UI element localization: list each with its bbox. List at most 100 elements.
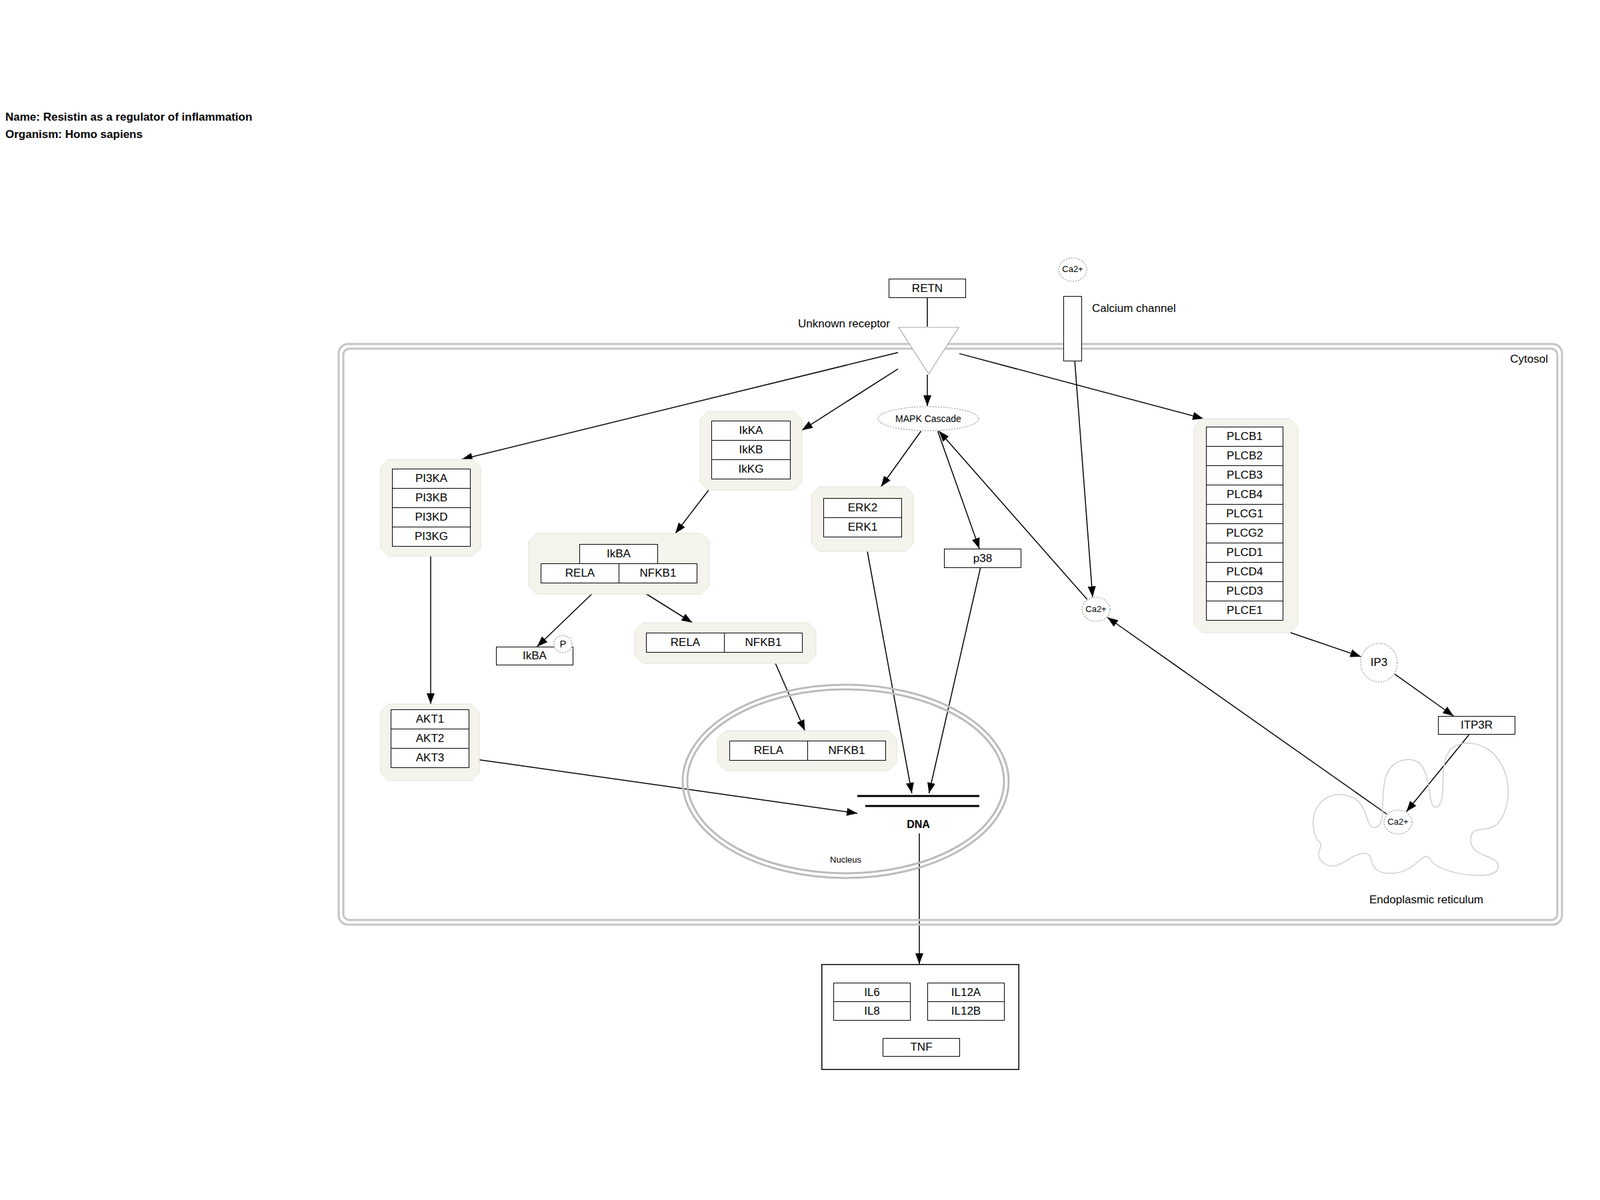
cytosol-compartment: CytosolMAPK CascadeIkKAIkKBIkKGPI3KAPI3K… xyxy=(336,342,1564,927)
group-shape xyxy=(528,533,710,594)
gene-box: PLCD1 xyxy=(1206,542,1284,563)
complex-group: AKT1AKT2AKT3 xyxy=(380,704,480,781)
arrow-connector xyxy=(938,431,1087,600)
membrane-line xyxy=(687,689,1004,874)
node-label: IkKA xyxy=(739,424,764,438)
output-frame: IL6IL8IL12AIL12BTNF xyxy=(821,964,1020,1070)
node-label: P xyxy=(559,638,566,650)
gene-box: NFKB1 xyxy=(724,632,803,653)
gene-box: PLCD3 xyxy=(1206,581,1284,602)
node-label: IL12A xyxy=(951,986,981,1000)
node-label: IL8 xyxy=(864,1004,880,1018)
page-label: Organism: Homo sapiens xyxy=(5,128,143,142)
gene-box: RETN xyxy=(888,278,966,298)
metabolite-circle: IP3 xyxy=(1360,642,1398,683)
node-label: PI3KD xyxy=(414,510,448,524)
node-label: IkKB xyxy=(739,443,764,457)
gene-box: AKT1 xyxy=(390,709,470,730)
arrow-connector xyxy=(926,374,928,406)
node-label: PI3KB xyxy=(415,491,448,505)
dashed-outline xyxy=(878,406,979,431)
arrow-connector xyxy=(675,490,709,534)
dna-symbol: DNA xyxy=(857,793,980,834)
node-label: NFKB1 xyxy=(828,744,866,758)
arrow-connector xyxy=(881,431,922,487)
node-label: NFKB1 xyxy=(745,636,782,650)
node-label: IkKG xyxy=(738,462,764,476)
dashed-outline xyxy=(1384,810,1412,834)
node-label: AKT3 xyxy=(416,751,445,765)
node-label: RELA xyxy=(754,744,784,758)
complex-group: RELA NFKB1 xyxy=(717,730,897,771)
node-label: IL12B xyxy=(951,1004,981,1018)
complex-group: IkBA RELA NFKB1 xyxy=(528,533,710,594)
gene-box: IkBA xyxy=(579,544,658,564)
node-label: ERK1 xyxy=(848,520,878,534)
gene-box: IL8 xyxy=(833,1001,911,1021)
er-compartment: Endoplasmic reticulumCa2+ xyxy=(1304,740,1518,876)
gene-box: PLCB1 xyxy=(1206,426,1284,447)
membrane-line xyxy=(343,348,1558,920)
node-label: PLCD1 xyxy=(1226,546,1264,560)
frame-line xyxy=(822,964,1020,1070)
node-label: MAPK Cascade xyxy=(895,413,962,424)
arrow-connector xyxy=(646,594,693,623)
gene-box: PI3KB xyxy=(392,488,471,508)
arrow-connector xyxy=(1107,617,1387,814)
er-membrane xyxy=(1313,743,1509,876)
node-label: PLCD3 xyxy=(1226,584,1264,598)
gene-box: PLCB2 xyxy=(1206,446,1284,466)
dashed-outline xyxy=(1082,597,1110,622)
arrow-connector xyxy=(1074,361,1093,598)
channel-rect: Calcium channel xyxy=(1063,296,1082,362)
arrow-connector xyxy=(430,556,432,704)
gene-box: PLCB3 xyxy=(1206,465,1284,486)
node-label: PLCB3 xyxy=(1226,468,1263,482)
gene-box: PLCE1 xyxy=(1206,600,1284,621)
gene-box: RELA xyxy=(540,563,620,584)
arrow-connector xyxy=(1406,734,1470,812)
arrow-connector xyxy=(462,352,898,460)
complex-group: PI3KAPI3KBPI3KDPI3KG xyxy=(380,459,481,556)
dna-strand xyxy=(857,795,980,798)
nucleus-compartment: NucleusRELANFKB1DNA xyxy=(681,683,1010,880)
group-shape xyxy=(380,704,480,781)
group-shape xyxy=(380,459,481,556)
node-label: PLCG2 xyxy=(1226,526,1264,540)
arrow-connector xyxy=(959,353,1204,419)
pathway-ellipse: MAPK Cascade xyxy=(877,406,980,432)
node-label: NFKB1 xyxy=(640,566,677,580)
gene-box: ERK2 xyxy=(823,498,902,518)
node-label: IkBA xyxy=(606,547,631,561)
node-label: AKT1 xyxy=(416,712,445,726)
node-label: PLCD4 xyxy=(1226,565,1264,579)
receptor-shape xyxy=(898,327,959,374)
gene-box: ERK1 xyxy=(823,517,902,538)
gene-box: IkKG xyxy=(711,459,791,480)
gene-box: PLCG1 xyxy=(1206,504,1284,524)
node-label: RETN xyxy=(912,282,943,296)
node-label: PLCB4 xyxy=(1226,488,1263,502)
metabolite-circle: Ca2+ xyxy=(1081,596,1111,622)
gene-box: PLCB4 xyxy=(1206,484,1284,505)
node-label: Ca2+ xyxy=(1085,604,1106,615)
node-label: Unknown receptor xyxy=(798,317,890,331)
node-label: RELA xyxy=(670,636,700,650)
shape-outline xyxy=(898,326,960,375)
arrow-connector xyxy=(926,298,928,327)
arrow-connector xyxy=(918,833,920,964)
arrow-connector xyxy=(1290,632,1362,657)
gene-box: IkKA xyxy=(711,420,791,441)
node-label: Calcium channel xyxy=(1092,302,1176,316)
node-label: Ca2+ xyxy=(1062,264,1083,275)
gene-box: RELA xyxy=(646,632,725,653)
node-label: IL6 xyxy=(864,986,880,1000)
node-label: ITP3R xyxy=(1460,718,1493,732)
dashed-outline xyxy=(554,635,572,653)
gene-box: IkKB xyxy=(711,440,791,460)
group-shape xyxy=(717,730,897,771)
gene-box: NFKB1 xyxy=(618,563,698,584)
gene-box: PI3KG xyxy=(392,526,471,547)
